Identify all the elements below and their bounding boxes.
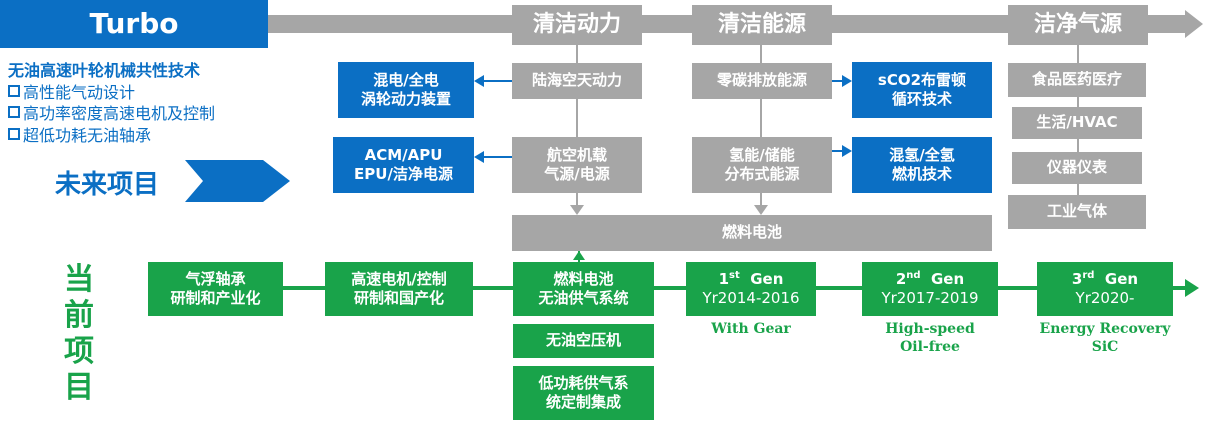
app-industrial-gas: 工业气体 (1008, 195, 1146, 229)
app-hydrogen-storage: 氢能/储能 分布式能源 (692, 137, 832, 193)
app-land-sea-air-space: 陆海空天动力 (512, 63, 642, 99)
timeline-bar (148, 286, 1188, 290)
app-aviation-airborne: 航空机载 气源/电源 (512, 137, 642, 193)
timeline-arrow-head-icon (1185, 279, 1199, 297)
category-clean-air: 洁净气源 (1008, 5, 1148, 45)
connector-line (832, 80, 844, 82)
tech-item: 高性能气动设计 (8, 82, 308, 104)
gen-2-box: 2nd Gen Yr2017-2019 (862, 262, 998, 316)
tech-item-label: 高功率密度高速电机及控制 (23, 104, 216, 124)
app-instruments: 仪器仪表 (1012, 152, 1142, 184)
tech-list: 无油高速叶轮机械共性技术 高性能气动设计 高功率密度高速电机及控制 超低功耗无油… (8, 60, 308, 146)
gen-1-box: 1st Gen Yr2014-2016 (686, 262, 816, 316)
app-zero-carbon: 零碳排放能源 (692, 63, 832, 99)
current-low-power-integration: 低功耗供气系 统定制集成 (513, 366, 654, 420)
fuel-cell-bar: 燃料电池 (512, 215, 992, 251)
gen-2-note: High-speed Oil-free (885, 321, 975, 356)
arrow-left-icon (474, 75, 484, 87)
current-fuel-cell-air-supply: 燃料电池 无油供气系统 (513, 262, 654, 316)
arrow-left-icon (474, 151, 484, 163)
tech-item: 高功率密度高速电机及控制 (8, 103, 308, 125)
current-high-speed-motor: 高速电机/控制 研制和国产化 (325, 262, 473, 316)
checkbox-icon (8, 106, 20, 119)
connector-line (760, 45, 762, 210)
connector-line (576, 45, 578, 210)
gen-2-years: Yr2017-2019 (881, 289, 979, 307)
blue-box-sco2: sCO2布雷顿 循环技术 (852, 62, 992, 118)
blue-box-acm-apu: ACM/APU EPU/洁净电源 (333, 137, 474, 193)
tech-title: 无油高速叶轮机械共性技术 (8, 61, 201, 80)
arrow-up-icon (573, 251, 585, 260)
gen-3-years: Yr2020- (1075, 289, 1135, 307)
blue-box-hybrid-turbo: 混电/全电 涡轮动力装置 (338, 62, 474, 118)
gen-3-title: 3rd Gen (1071, 270, 1139, 289)
arrow-right-icon (842, 75, 852, 87)
arrow-right-icon (842, 145, 852, 157)
category-clean-power: 清洁动力 (512, 5, 642, 45)
tech-item: 超低功耗无油轴承 (8, 125, 308, 147)
connector-line (482, 156, 512, 158)
current-projects-label: 当前项目 (64, 262, 94, 405)
connector-line (832, 150, 844, 152)
gen-1-title: 1st Gen (718, 270, 784, 289)
app-food-medical: 食品医药医疗 (1008, 63, 1146, 97)
gen-3-box: 3rd Gen Yr2020- (1037, 262, 1173, 316)
gen-3-note: Energy Recovery SiC (1039, 321, 1171, 356)
category-clean-energy: 清洁能源 (692, 5, 832, 45)
arrow-down-icon (754, 205, 768, 215)
gen-1-years: Yr2014-2016 (702, 289, 800, 307)
checkbox-icon (8, 127, 20, 140)
gen-1-note: With Gear (711, 321, 791, 337)
turbo-header: Turbo (0, 0, 268, 48)
chevron-right-icon (185, 160, 290, 202)
gen-2-title: 2nd Gen (895, 270, 965, 289)
current-oil-free-compressor: 无油空压机 (513, 324, 654, 358)
tech-item-label: 高性能气动设计 (23, 82, 136, 102)
top-arrow-head-icon (1185, 10, 1203, 38)
blue-box-hydrogen-turbine: 混氢/全氢 燃机技术 (852, 137, 992, 193)
connector-line (482, 80, 512, 82)
current-air-bearing: 气浮轴承 研制和产业化 (148, 262, 283, 316)
checkbox-icon (8, 84, 20, 97)
future-projects-label: 未来项目 (55, 170, 160, 200)
tech-item-label: 超低功耗无油轴承 (23, 125, 152, 145)
arrow-down-icon (570, 205, 584, 215)
app-hvac: 生活/HVAC (1012, 107, 1142, 139)
